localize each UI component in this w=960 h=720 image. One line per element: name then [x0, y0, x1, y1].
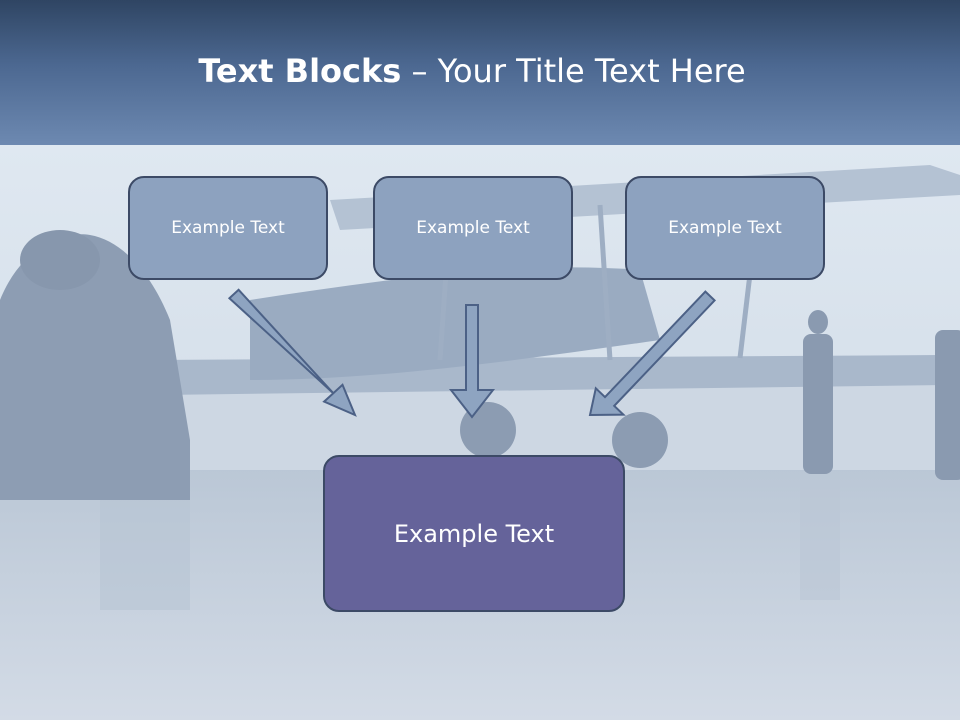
- arrow-right-diagonal: [588, 290, 717, 417]
- text-box-top-center: Example Text: [373, 176, 573, 280]
- text-box-bottom-center: Example Text: [323, 455, 625, 612]
- title-bar: Text Blocks – Your Title Text Here: [0, 0, 960, 145]
- text-box-top-left: Example Text: [128, 176, 328, 280]
- title-rest: Your Title Text Here: [437, 52, 746, 90]
- arrow-left-diagonal: [227, 288, 357, 417]
- text-box-top-right: Example Text: [625, 176, 825, 280]
- text-box-label: Example Text: [668, 218, 782, 238]
- text-box-label: Example Text: [416, 218, 530, 238]
- arrow-center-down: [448, 304, 496, 419]
- text-box-label: Example Text: [393, 519, 555, 548]
- text-box-label: Example Text: [171, 218, 285, 238]
- title-separator: –: [401, 52, 438, 90]
- slide-title: Text Blocks – Your Title Text Here: [0, 52, 944, 90]
- title-bold-part: Text Blocks: [198, 52, 402, 90]
